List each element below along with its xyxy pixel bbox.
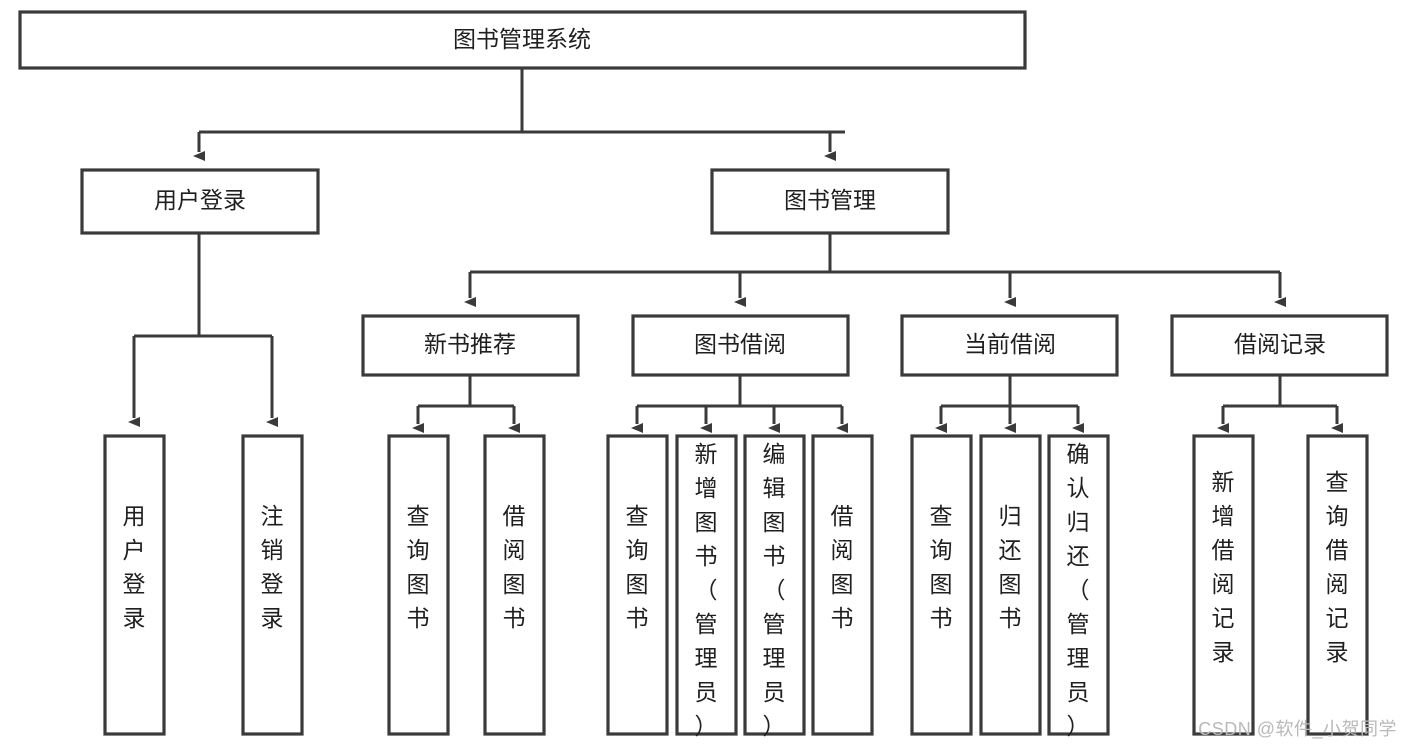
leaf-add-book-label: 新增图书（管理员） [695, 441, 718, 739]
leaf-add-borrow-record[interactable]: 新增借阅记录 [1192, 434, 1255, 736]
leaf-user-login-label: 用户登录 [123, 503, 146, 631]
node-book-borrow-label: 图书借阅 [694, 331, 786, 357]
node-book-management[interactable]: 图书管理 [710, 168, 950, 235]
leaf-query-book-3[interactable]: 查询图书 [910, 434, 973, 736]
node-book-borrow[interactable]: 图书借阅 [631, 314, 850, 377]
connector-bookborrow-to-leaves [631, 375, 848, 433]
connector-currentborrow-to-leaves [935, 375, 1084, 433]
leaf-query-book-2[interactable]: 查询图书 [606, 434, 669, 736]
connector-newbook-to-leaves [412, 375, 520, 433]
connector-userlogin-to-leaves [128, 233, 278, 427]
leaf-add-book[interactable]: 新增图书（管理员） [675, 434, 738, 739]
leaf-add-borrow-record-label: 新增借阅记录 [1212, 469, 1235, 665]
node-borrow-record[interactable]: 借阅记录 [1170, 314, 1389, 377]
leaf-user-login[interactable]: 用户登录 [103, 434, 166, 736]
node-root-label: 图书管理系统 [453, 26, 591, 52]
connector-root-to-level2 [193, 68, 845, 161]
leaf-query-borrow-record[interactable]: 查询借阅记录 [1306, 434, 1369, 736]
leaf-query-book-2-label: 查询图书 [626, 503, 649, 631]
node-root-system[interactable]: 图书管理系统 [18, 10, 1027, 70]
node-new-book-recommend-label: 新书推荐 [424, 331, 516, 357]
leaf-borrow-book-2-label: 借阅图书 [831, 503, 854, 631]
leaf-query-book-3-label: 查询图书 [930, 503, 953, 631]
connector-bookmanagement-to-level3 [464, 233, 1286, 307]
node-current-borrow-label: 当前借阅 [964, 331, 1056, 357]
node-borrow-record-label: 借阅记录 [1234, 331, 1326, 357]
leaf-borrow-book-1[interactable]: 借阅图书 [483, 434, 546, 736]
leaf-query-borrow-record-label: 查询借阅记录 [1326, 469, 1349, 665]
leaf-return-book[interactable]: 归还图书 [979, 434, 1042, 736]
node-current-borrow[interactable]: 当前借阅 [900, 314, 1119, 377]
leaf-borrow-book-1-label: 借阅图书 [503, 503, 526, 631]
leaf-query-book-1-label: 查询图书 [407, 503, 430, 631]
leaf-edit-book-label: 编辑图书（管理员） [763, 441, 786, 739]
node-book-management-label: 图书管理 [784, 187, 876, 213]
node-user-login-label: 用户登录 [154, 187, 246, 213]
node-user-login[interactable]: 用户登录 [80, 168, 320, 235]
leaf-query-book-1[interactable]: 查询图书 [387, 434, 450, 736]
leaf-borrow-book-2[interactable]: 借阅图书 [811, 434, 874, 736]
leaf-confirm-return-label: 确认归还（管理员） [1067, 441, 1090, 739]
leaf-edit-book[interactable]: 编辑图书（管理员） [743, 434, 806, 739]
node-new-book-recommend[interactable]: 新书推荐 [361, 314, 580, 377]
leaf-logout-login[interactable]: 注销登录 [241, 434, 304, 736]
connector-borrowrecord-to-leaves [1217, 375, 1343, 433]
leaf-logout-login-label: 注销登录 [261, 503, 284, 631]
leaf-confirm-return[interactable]: 确认归还（管理员） [1047, 434, 1110, 739]
leaf-return-book-label: 归还图书 [999, 503, 1022, 631]
